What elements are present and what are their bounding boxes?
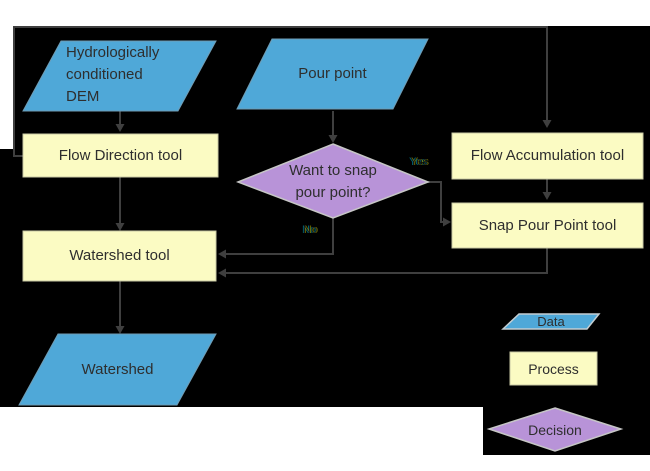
- dem-parallelogram: [22, 40, 217, 112]
- connector-decision-yes-to-snap: [428, 181, 444, 223]
- connector-flowdirection-to-flowaccumulation: [13, 26, 548, 157]
- snap-pour-point-rect: [451, 202, 644, 249]
- flow-direction-rect: [22, 133, 219, 178]
- legend-decision-diamond: [486, 407, 624, 452]
- connector-lines: [13, 26, 548, 326]
- watershed-parallelogram: [18, 333, 217, 406]
- watershed-tool-rect: [22, 230, 217, 282]
- arrowhead-into-snap-left: [443, 217, 451, 227]
- arrowhead-into-watershedtool-right-upper: [218, 249, 226, 259]
- flow-accumulation-rect: [451, 132, 644, 180]
- connector-snap-to-watershedtool: [226, 248, 548, 274]
- pour-point-parallelogram: [236, 38, 429, 110]
- arrowhead-into-flowaccumulation: [542, 120, 552, 128]
- arrowhead-into-watershedtool-right-lower: [218, 268, 226, 278]
- decision-diamond: [235, 143, 431, 219]
- legend-data-parallelogram: [501, 313, 601, 330]
- arrowhead-into-flowdirection: [115, 124, 125, 132]
- canvas-background: [0, 26, 650, 407]
- arrowhead-into-decision: [328, 135, 338, 143]
- legend-process-rect: [509, 351, 598, 386]
- arrowhead-into-snap-top: [542, 192, 552, 200]
- connector-arrowheads: [115, 120, 552, 334]
- arrowhead-into-watershedtool-top: [115, 223, 125, 231]
- connector-decision-no-to-watershedtool: [226, 218, 334, 255]
- arrowhead-into-watershed: [115, 326, 125, 334]
